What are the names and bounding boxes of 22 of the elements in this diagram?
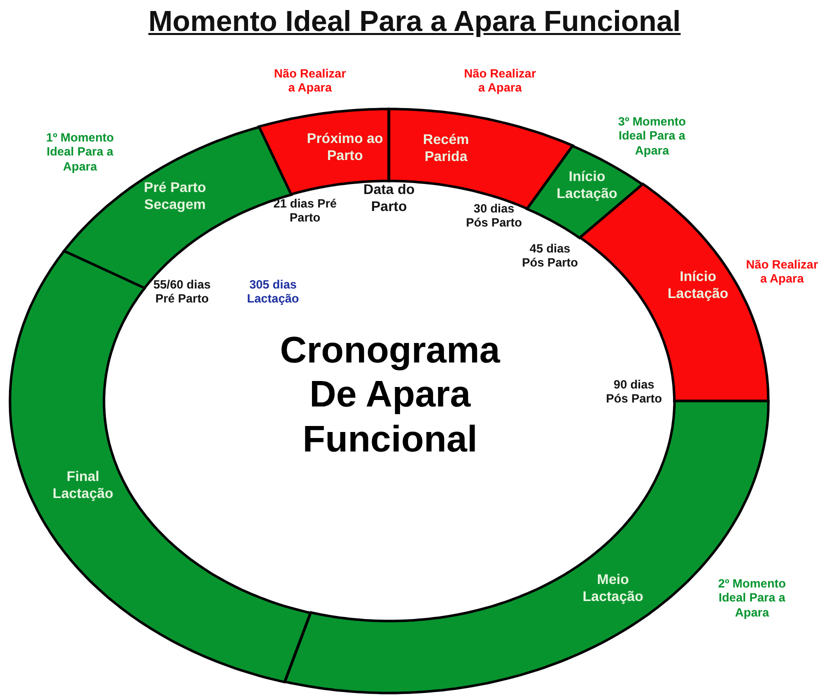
timeline-label: 21 dias Pré Parto xyxy=(273,196,337,226)
segment-label: Próximo ao Parto xyxy=(306,130,384,164)
diagram-title: Momento Ideal Para a Apara Funcional xyxy=(147,6,682,39)
timeline-label: 90 dias Pós Parto xyxy=(604,378,663,406)
phase-note: 2º Momento Ideal Para a Apara xyxy=(717,576,787,620)
phase-note: 1º Momento Ideal Para a Apara xyxy=(45,130,115,174)
phase-note: Não Realizar a Apara xyxy=(272,66,348,96)
segment-label: Meio Lactação xyxy=(582,571,644,605)
timeline-label: Data do Parto xyxy=(362,181,416,215)
segment-label: Início Lactação xyxy=(556,168,618,202)
segment-label: Início Lactação xyxy=(666,268,730,302)
timeline-label: 30 dias Pós Parto xyxy=(464,202,523,230)
segment-label: Pré Parto Secagem xyxy=(142,179,208,213)
phase-note: Não Realizar a Apara xyxy=(462,66,538,96)
segment-label: Recém Parida xyxy=(422,131,470,165)
phase-note: Não Realizar a Apara xyxy=(744,258,820,286)
segment-label: Final Lactação xyxy=(52,468,114,502)
phase-note: 3º Momento Ideal Para a Apara xyxy=(617,114,687,158)
timeline-label: 55/60 dias Pré Parto xyxy=(152,278,212,306)
timeline-label: 305 dias Lactação xyxy=(246,278,300,306)
timeline-label: 45 dias Pós Parto xyxy=(520,242,579,270)
center-title: Cronograma De Apara Funcional xyxy=(279,328,502,462)
